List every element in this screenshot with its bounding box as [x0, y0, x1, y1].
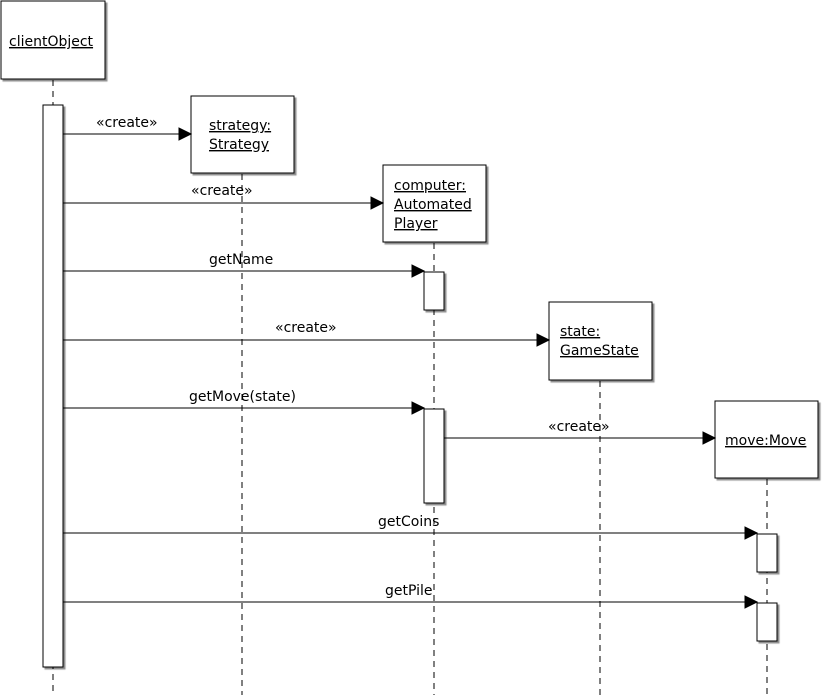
activation-getpile	[756, 602, 778, 642]
msg-label-getmove: getMove(state)	[189, 389, 296, 405]
msg-label-create-state: «create»	[275, 320, 337, 336]
msg-label-create-strategy: «create»	[96, 115, 158, 131]
computer-label-1: computer:	[394, 178, 466, 194]
msg-label-create-move: «create»	[548, 419, 610, 435]
msg-create-move-arrowhead	[702, 431, 717, 445]
activation-bars	[42, 104, 778, 668]
msg-getname-arrowhead	[411, 264, 426, 278]
messages	[63, 127, 759, 609]
client-label-1: clientObject	[9, 34, 94, 50]
object-move-box	[714, 400, 819, 479]
object-state-box	[548, 301, 653, 381]
object-computer-box	[382, 164, 487, 243]
object-labels: clientObject strategy: Strategy computer…	[9, 34, 806, 449]
msg-getmove-arrowhead	[411, 401, 426, 415]
msg-label-getname: getName	[209, 252, 273, 268]
msg-create-state-arrowhead	[536, 333, 551, 347]
move-label-1: move:Move	[725, 433, 806, 449]
strategy-label-1: strategy:	[209, 118, 271, 134]
computer-label-2: Automated	[394, 197, 472, 213]
state-label-2: GameState	[560, 343, 639, 359]
msg-create-strategy-arrowhead	[178, 127, 193, 141]
object-client-box	[0, 0, 106, 80]
computer-label-3: Player	[394, 216, 438, 232]
msg-label-create-computer: «create»	[191, 183, 253, 199]
msg-label-getcoins: getCoins	[378, 514, 439, 530]
message-labels: «create» «create» getName «create» getMo…	[96, 115, 610, 599]
activation-getname	[423, 271, 445, 311]
activation-getcoins	[756, 533, 778, 573]
msg-label-getpile: getPile	[385, 583, 433, 599]
activation-getmove	[423, 408, 445, 504]
state-label-1: state:	[560, 324, 600, 340]
msg-getcoins-arrowhead	[744, 526, 759, 540]
object-strategy-box	[190, 95, 295, 174]
activation-client	[42, 104, 64, 668]
msg-create-computer-arrowhead	[370, 196, 385, 210]
object-boxes	[0, 0, 819, 479]
msg-getpile-arrowhead	[744, 595, 759, 609]
strategy-label-2: Strategy	[209, 137, 269, 153]
